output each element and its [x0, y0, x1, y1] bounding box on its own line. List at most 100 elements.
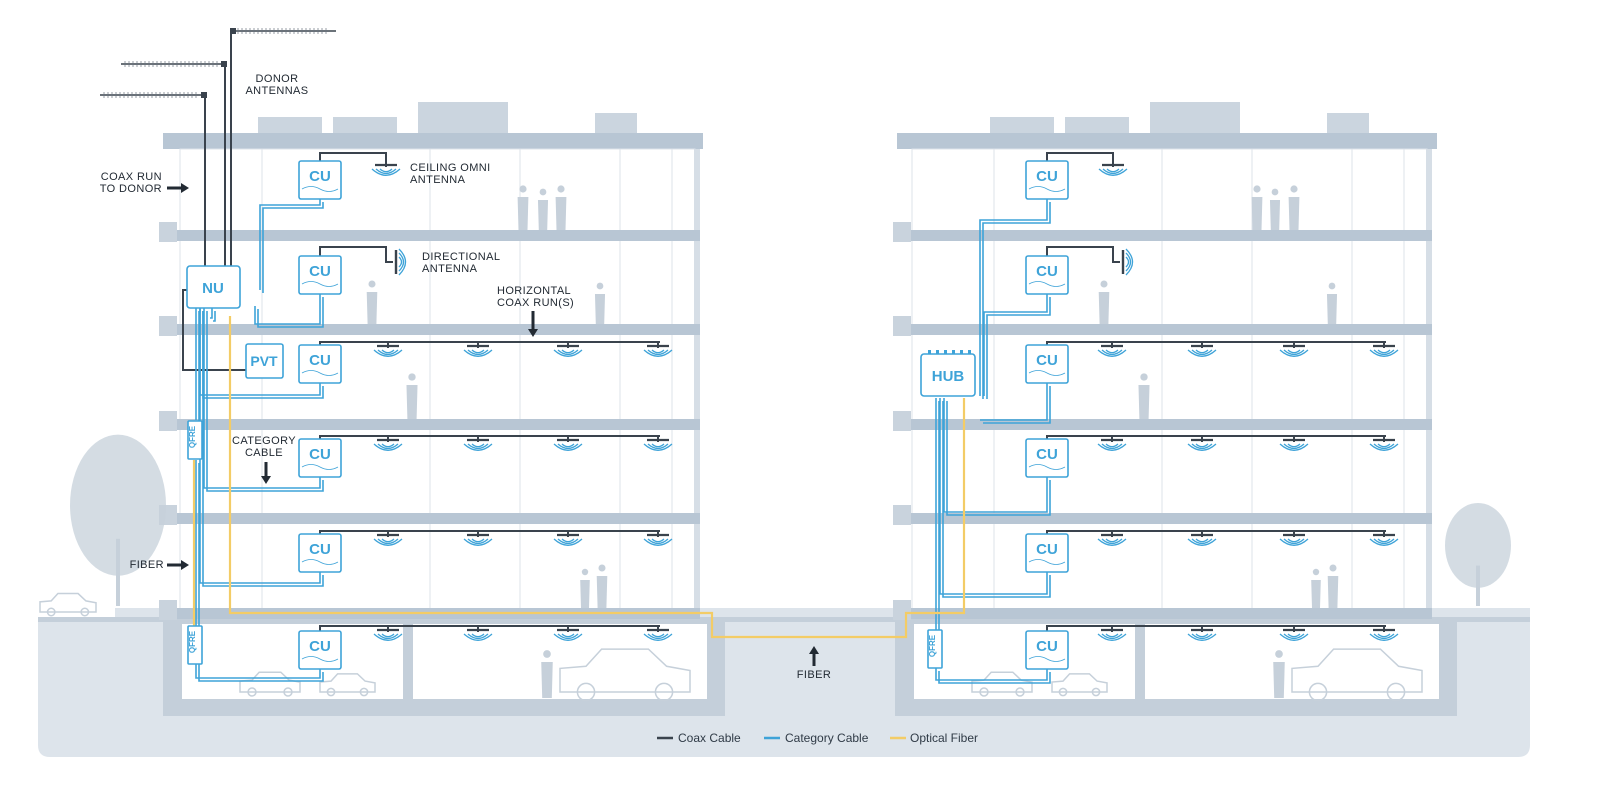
head [1312, 568, 1320, 576]
person-silhouette-icon [1327, 564, 1339, 608]
nu-label: NU [202, 280, 224, 297]
qfre-label: QFRE [928, 634, 937, 657]
label-coax-run: COAX RUN [101, 171, 162, 183]
wave-arc [553, 349, 583, 357]
wave-arc [1106, 168, 1120, 173]
body [541, 662, 553, 698]
category-cable [935, 668, 1048, 681]
directional-antenna-icon [1121, 248, 1134, 276]
label-category-cable: CATEGORY [232, 435, 296, 447]
cu-label: CU [309, 638, 331, 655]
cu-box [298, 344, 342, 384]
wheel [654, 682, 674, 702]
ceiling-omni-antenna-icon [1369, 626, 1399, 641]
canopy [70, 434, 166, 576]
wave-arc [381, 349, 395, 354]
person-silhouette-icon [406, 373, 418, 419]
left-building [163, 102, 725, 716]
wave-arc [467, 633, 489, 640]
canopy [1445, 502, 1511, 588]
wheel [1091, 687, 1101, 697]
wave-arc [647, 633, 669, 640]
cu-wave [301, 281, 339, 287]
wave-arc [373, 538, 403, 546]
cu-label: CU [1036, 541, 1058, 558]
floor-slab [897, 608, 1432, 619]
wave-arc [377, 538, 399, 545]
directional-antenna-icon [394, 248, 407, 276]
wave-arc [1097, 633, 1127, 641]
wave-arc [553, 538, 583, 546]
person-silhouette-icon [537, 188, 549, 230]
head [809, 646, 819, 654]
wheel [283, 687, 293, 697]
pvt-box [245, 343, 284, 379]
legend-item-category: Category Cable [764, 731, 869, 745]
body [1269, 200, 1281, 230]
category-cable [983, 386, 1051, 424]
wave-arc [1101, 349, 1123, 356]
wave-arc [1101, 633, 1123, 640]
ceiling-omni-antenna-icon [463, 626, 493, 641]
ceiling-omni-antenna-icon [1097, 436, 1127, 451]
wave-arc [1373, 443, 1395, 450]
wave-arc [381, 633, 395, 638]
nu-box [186, 265, 241, 309]
balcony-edge [893, 316, 911, 336]
mount [201, 92, 207, 98]
coax-run [319, 530, 660, 534]
wave-arc [381, 538, 395, 543]
cu-wave [1028, 656, 1066, 662]
coax-run [1046, 152, 1114, 162]
wave-arc [377, 349, 399, 356]
wave-arc [643, 538, 673, 546]
wave-arc [643, 443, 673, 451]
devices: CUCUCUCUCUCUCUCUCUCUCUCUNUPVTHUBQFREQFRE… [186, 160, 1069, 670]
wave-arc [471, 633, 485, 638]
wheel [1058, 687, 1068, 697]
head [1253, 185, 1261, 193]
category-cable [942, 401, 1051, 598]
qfre-box [187, 420, 203, 460]
cu-label: CU [1036, 446, 1058, 463]
qfre-unit: QFRE [187, 420, 203, 460]
ceiling-omni-antenna-icon [1187, 342, 1217, 357]
category-cable [262, 202, 324, 293]
wave-arc [373, 443, 403, 451]
car-silhouette-icon [39, 592, 97, 617]
cu-label: CU [309, 168, 331, 185]
cu-label: CU [1036, 352, 1058, 369]
wave-arc [1187, 633, 1217, 641]
coax-run [1046, 341, 1386, 345]
pvt-unit: PVT [245, 343, 284, 379]
cu-label: CU [1036, 168, 1058, 185]
cu-wave [301, 370, 339, 376]
coax-run [319, 435, 660, 439]
ceiling-omni-antenna-icon [1187, 531, 1217, 546]
floor-slab [897, 513, 1432, 524]
head [519, 185, 527, 193]
arrow-right-icon [167, 183, 189, 193]
wheel [576, 682, 596, 702]
label-horizontal-coax: HORIZONTAL [497, 285, 571, 297]
legend: Coax Cable Category Cable Optical Fiber [657, 731, 978, 745]
category-cable [198, 663, 324, 682]
floor-slab [897, 324, 1432, 335]
wave-arc [1195, 349, 1209, 354]
shaft [167, 186, 183, 190]
legend-item-fiber: Optical Fiber [890, 731, 978, 745]
head [1100, 280, 1108, 288]
head [528, 329, 538, 337]
wave-arc [647, 443, 669, 450]
ceiling-omni-antenna-icon [1279, 342, 1309, 357]
wave-arc [651, 633, 665, 638]
wave-arc [1287, 538, 1301, 543]
category-cable [257, 297, 324, 328]
label-donor-antennas: ANTENNAS [245, 85, 308, 97]
hub-port [968, 350, 971, 355]
wave-arc [377, 633, 399, 640]
body [1288, 197, 1300, 230]
coax-run [319, 341, 660, 345]
balcony-edge [893, 505, 911, 525]
